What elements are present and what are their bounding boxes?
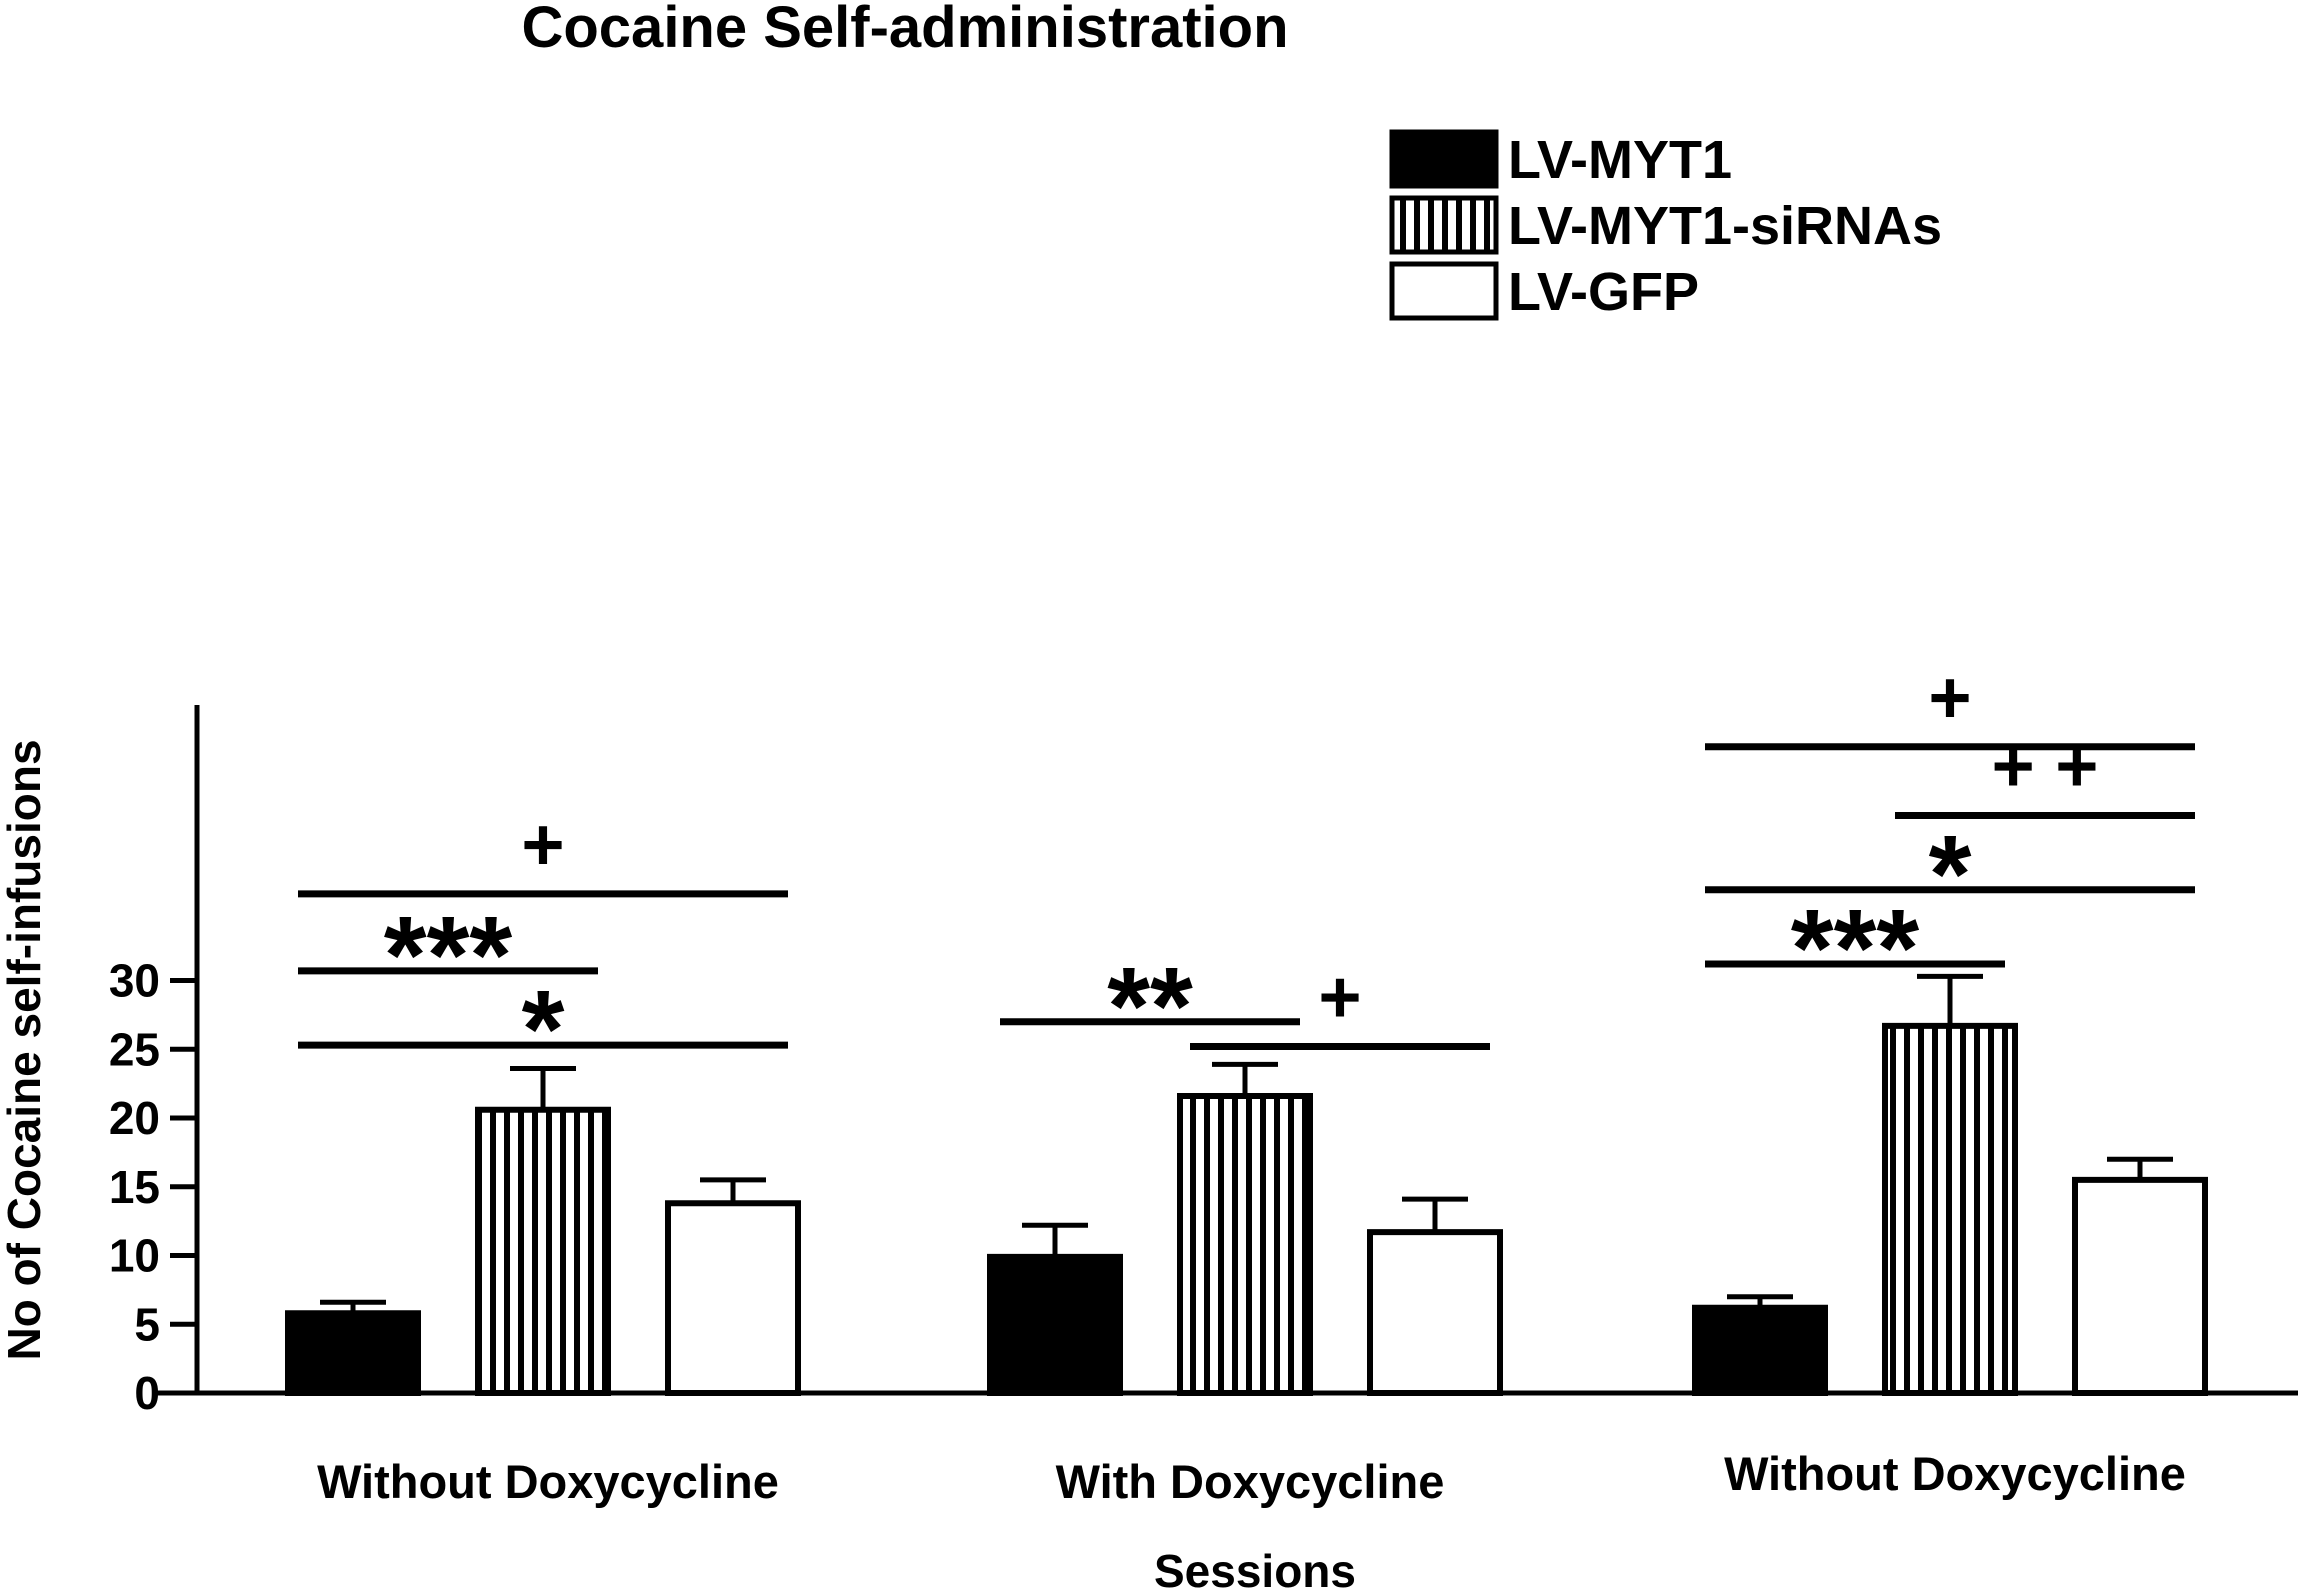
significance-label: +	[1318, 956, 1361, 1039]
y-tick-label: 15	[109, 1161, 160, 1213]
legend-swatch	[1389, 129, 1499, 189]
significance-label: +	[1928, 656, 1971, 739]
significance-annotations: +******+++ +****	[298, 656, 2195, 1091]
bars	[285, 1022, 2208, 1396]
significance-label: + +	[1992, 725, 2099, 808]
significance-label: ***	[1791, 887, 1920, 1010]
legend-label: LV-GFP	[1508, 262, 1699, 322]
category-label: Without Doxycycline	[317, 1455, 779, 1508]
bar-lv-myt1-sirnas	[1177, 1093, 1313, 1396]
bar-lv-myt1-sirnas	[475, 1106, 611, 1396]
bar-lv-gfp	[665, 1200, 801, 1396]
significance-label: **	[1107, 945, 1193, 1068]
bar-lv-gfp	[1367, 1229, 1503, 1396]
legend-swatch	[1389, 195, 1499, 255]
category-label: Without Doxycycline	[1724, 1447, 2186, 1500]
y-tick-label: 30	[109, 955, 160, 1007]
y-tick-label: 20	[109, 1092, 160, 1144]
bar-lv-myt1-sirnas	[1882, 1022, 2018, 1396]
y-tick-label: 25	[109, 1023, 160, 1075]
bar-lv-myt1	[1692, 1304, 1828, 1396]
bar-lv-myt1	[285, 1310, 421, 1396]
significance-label: ***	[384, 894, 513, 1017]
legend-swatch	[1389, 261, 1499, 321]
category-label: With Doxycycline	[1056, 1455, 1445, 1508]
error-bars	[320, 973, 2173, 1314]
significance-label: +	[521, 803, 564, 886]
chart-title: Cocaine Self-administration	[521, 0, 1288, 60]
bar-lv-gfp	[2072, 1176, 2208, 1396]
y-tick-label: 10	[109, 1230, 160, 1282]
legend-label: LV-MYT1-siRNAs	[1508, 196, 1942, 256]
significance-label: *	[522, 968, 565, 1091]
legend-label: LV-MYT1	[1508, 130, 1732, 190]
significance-label: *	[1929, 813, 1972, 936]
y-tick-label: 5	[134, 1298, 160, 1350]
bar-lv-myt1	[987, 1253, 1123, 1396]
y-axis-title: No of Cocaine self-infusions	[0, 739, 50, 1360]
x-axis-title: Sessions	[1154, 1545, 1356, 1591]
category-labels: Without Doxycycline With Doxycycline Witho…	[317, 1447, 2186, 1508]
